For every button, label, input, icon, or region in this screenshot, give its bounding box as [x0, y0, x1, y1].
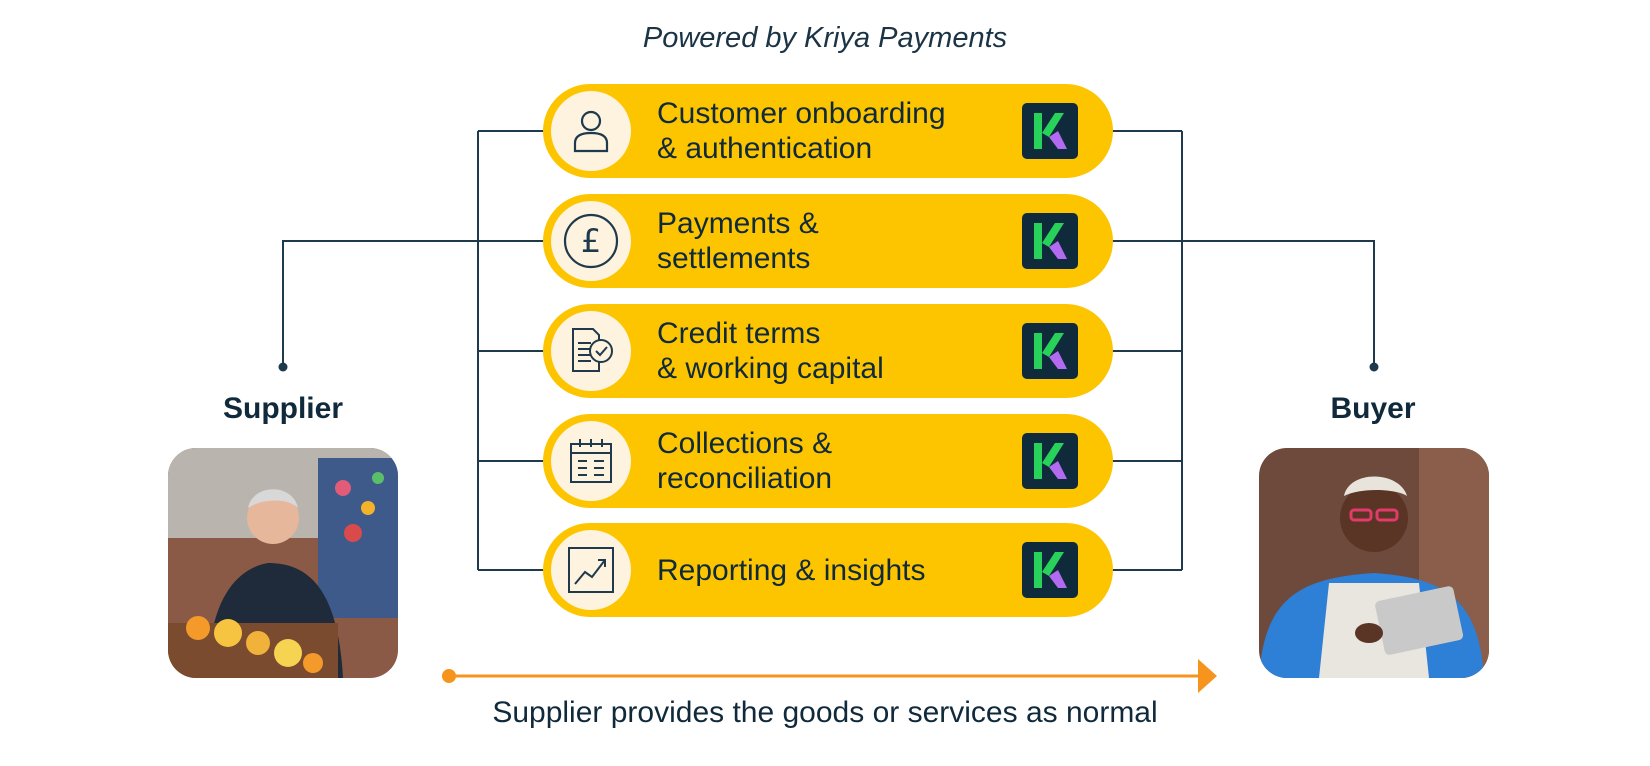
service-label-line2: reconciliation [657, 462, 833, 495]
service-label-line1: Collections & [657, 427, 833, 460]
service-label: Payments & settlements [657, 194, 987, 288]
buyer-label: Buyer [1330, 392, 1416, 425]
service-label-line2: & authentication [657, 132, 873, 165]
service-pill-collections: Collections & reconciliation [543, 414, 1113, 508]
kriya-k-logo-icon [1022, 433, 1078, 489]
service-label-line2: & working capital [657, 352, 884, 385]
kriya-k-logo-icon [1022, 323, 1078, 379]
service-pill-credit: Credit terms & working capital [543, 304, 1113, 398]
buyer-photo [1259, 448, 1489, 678]
service-label-line1: Reporting & insights [657, 553, 926, 587]
supplier-connector-dot [278, 362, 288, 372]
service-label: Collections & reconciliation [657, 414, 987, 508]
calendar-icon [551, 421, 631, 501]
service-label: Reporting & insights [657, 523, 987, 617]
powered-by-caption: Powered by Kriya Payments [642, 22, 1008, 54]
kriya-k-logo-icon [1022, 542, 1078, 598]
kriya-k-logo-icon [1022, 103, 1078, 159]
buyer-connector-line [1182, 240, 1375, 367]
supplier-label: Supplier [222, 392, 343, 425]
person-icon [551, 91, 631, 171]
service-label-line1: Customer onboarding [657, 97, 946, 130]
service-label-line1: Credit terms [657, 317, 821, 350]
flow-arrow-head [1198, 659, 1217, 693]
service-pill-reporting: Reporting & insights [543, 523, 1113, 617]
flow-caption: Supplier provides the goods or services … [492, 696, 1158, 729]
pound-coin-icon: £ [551, 201, 631, 281]
service-label-line1: Payments & [657, 207, 819, 240]
flow-arrow-start-dot [442, 669, 456, 683]
supplier-connector-line [282, 240, 478, 367]
service-label: Credit terms & working capital [657, 304, 987, 398]
service-pill-onboarding: Customer onboarding & authentication [543, 84, 1113, 178]
line-chart-icon [551, 530, 631, 610]
service-label-line2: settlements [657, 242, 811, 275]
kriya-k-logo-icon [1022, 213, 1078, 269]
buyer-connector-dot [1369, 362, 1379, 372]
service-pill-payments: £ Payments & settlements [543, 194, 1113, 288]
document-check-icon [551, 311, 631, 391]
supplier-photo [168, 448, 398, 678]
svg-text:£: £ [581, 222, 601, 260]
service-label: Customer onboarding & authentication [657, 84, 987, 178]
